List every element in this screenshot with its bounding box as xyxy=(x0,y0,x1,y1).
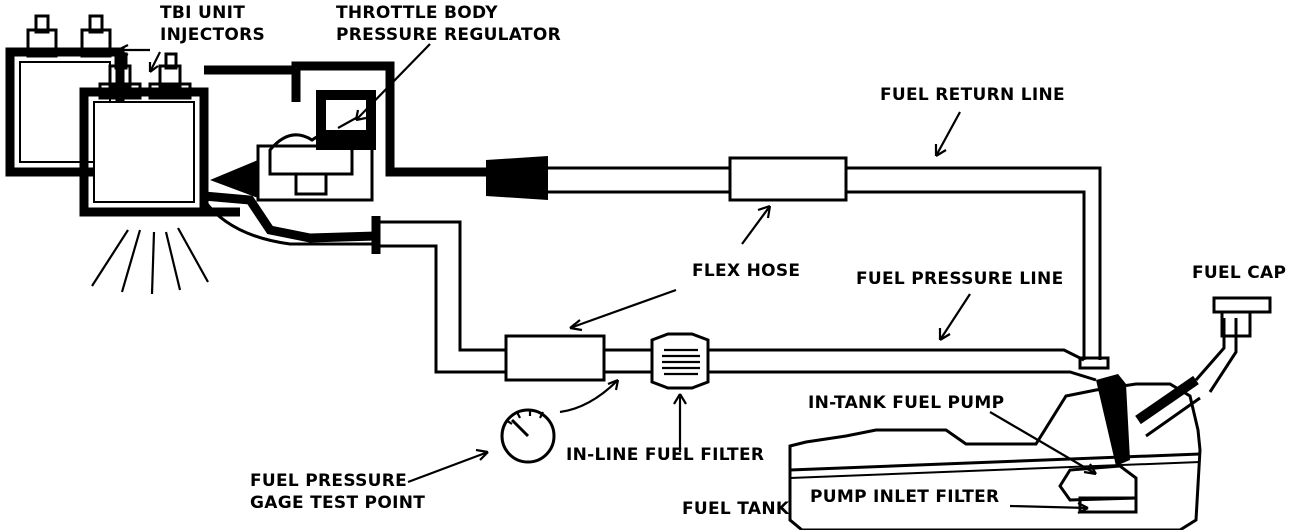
label-in-tank-fuel-pump: IN-TANK FUEL PUMP xyxy=(808,393,1004,413)
pressure-gage-icon xyxy=(500,378,620,464)
label-in-line-fuel-filter: IN-LINE FUEL FILTER xyxy=(566,445,764,465)
label-pressure-regulator: PRESSURE REGULATOR xyxy=(336,25,561,45)
label-fuel-pressure: FUEL PRESSURE xyxy=(250,471,407,491)
label-tbi-unit: TBI UNIT xyxy=(160,3,245,23)
label-fuel-cap: FUEL CAP xyxy=(1192,263,1286,283)
label-gage-test-point: GAGE TEST POINT xyxy=(250,493,425,513)
label-fuel-pressure-line: FUEL PRESSURE LINE xyxy=(856,269,1064,289)
fuel-return-line xyxy=(385,156,1110,370)
pressure-regulator xyxy=(204,61,395,217)
injector-spray-lines xyxy=(91,227,209,295)
fuel-tank xyxy=(788,296,1272,530)
label-fuel-return-line: FUEL RETURN LINE xyxy=(880,85,1065,105)
label-fuel-tank: FUEL TANK xyxy=(682,499,790,519)
fuel-pressure-line xyxy=(202,191,1097,390)
label-flex-hose: FLEX HOSE xyxy=(692,261,800,281)
label-injectors: INJECTORS xyxy=(160,25,265,45)
label-throttle-body: THROTTLE BODY xyxy=(336,3,498,23)
leader-arrows xyxy=(117,43,1097,514)
tbi-unit xyxy=(5,14,209,217)
label-pump-inlet-filter: PUMP INLET FILTER xyxy=(810,487,999,507)
